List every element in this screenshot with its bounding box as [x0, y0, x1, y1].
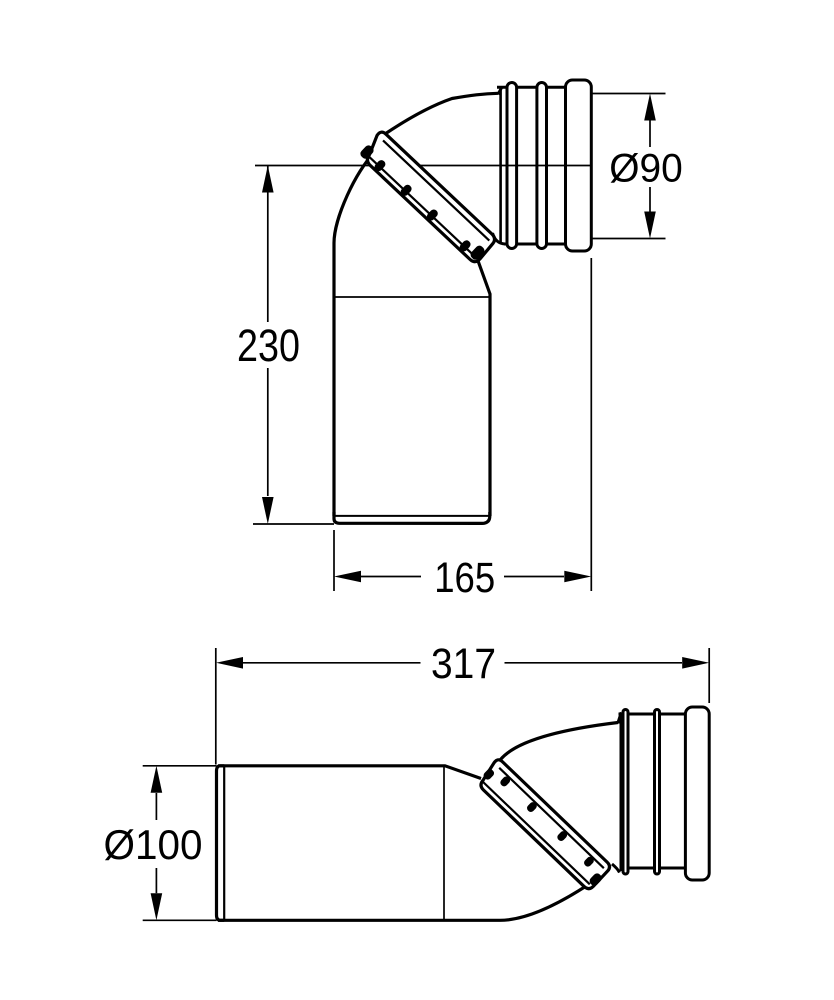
- svg-text:Ø90: Ø90: [609, 147, 683, 191]
- svg-text:317: 317: [431, 640, 496, 688]
- svg-text:Ø100: Ø100: [104, 821, 203, 868]
- svg-text:230: 230: [237, 320, 300, 371]
- svg-text:165: 165: [434, 555, 495, 602]
